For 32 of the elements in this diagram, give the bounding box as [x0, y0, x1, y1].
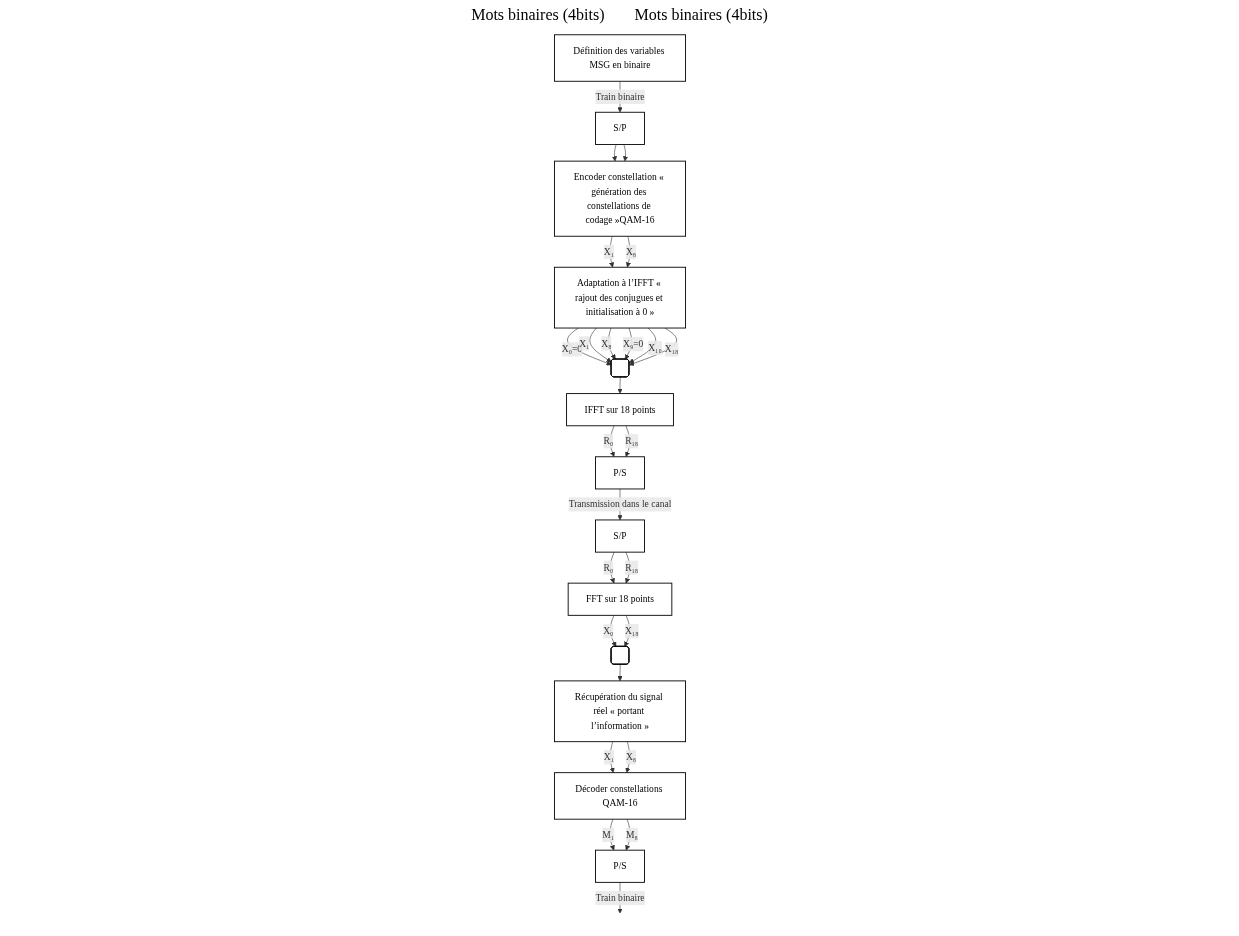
node-box: Adaptation à l’IFFT « rajout des conjugues et initialisation à 0 »: [553, 266, 686, 329]
edge-label: X₁: [603, 751, 614, 763]
edge-label: R₀: [603, 435, 613, 447]
node-box: FFT sur 18 points: [567, 582, 672, 616]
node-box: IFFT sur 18 points: [565, 393, 674, 427]
node-box: Définition des variables MSG en binaire: [553, 34, 686, 82]
node-box: Récupération du signal réel « portant l’information »: [553, 680, 686, 743]
node-box: P/S: [594, 456, 645, 490]
node-box: Encoder constellation « génération des constellations de codage »QAM-16: [553, 160, 686, 237]
edge-label: X₁₀: [647, 342, 662, 353]
edge-label: Train binaire: [594, 91, 645, 102]
node-box: S/P: [594, 519, 645, 553]
edge-label: Transmission dans le canal: [568, 499, 671, 510]
edge-label: M₁: [601, 829, 614, 840]
edge-label: X₁: [603, 246, 614, 257]
edge-label: R₀: [603, 562, 613, 573]
edge-label: X₈: [600, 338, 611, 349]
node-box: P/S: [594, 849, 645, 883]
edge-label: M₈: [625, 829, 638, 840]
edge-label: X₉=0: [622, 338, 643, 350]
edge-label: X₁₈: [664, 344, 678, 355]
note-text: Mots binaires (4bits): [634, 6, 768, 24]
edge-label: Train binaire: [594, 892, 645, 903]
edge-label: X₁₈: [624, 625, 638, 636]
edge-label: X₀: [602, 625, 613, 637]
edge-label: R₁₈: [624, 562, 638, 573]
node-box: S/P: [594, 111, 645, 145]
node-box: Décoder constellations QAM-16: [553, 772, 686, 820]
edge-label: X₈: [625, 751, 636, 763]
edge-label: R₁₈: [624, 435, 638, 447]
note-text: Mots binaires (4bits): [471, 6, 605, 24]
edge-label: X₈: [625, 246, 636, 257]
